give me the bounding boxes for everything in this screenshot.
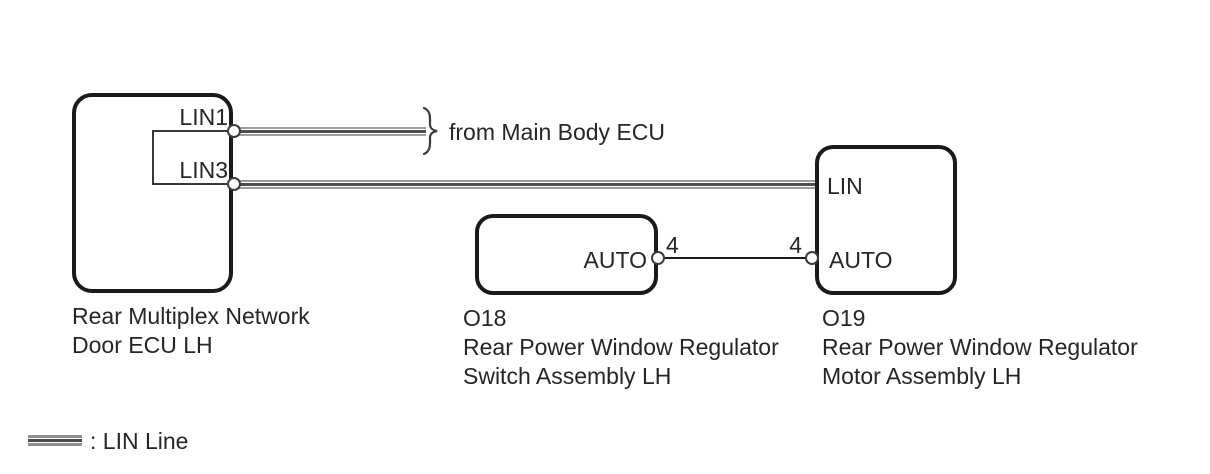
lin-wire-lin3-to-motor bbox=[236, 180, 815, 189]
continuation-brace-icon bbox=[422, 106, 438, 156]
switch-assembly-caption: O18 Rear Power Window Regulator Switch A… bbox=[463, 304, 779, 391]
motor-lin-pin-label: LIN bbox=[827, 173, 863, 199]
motor-auto-pin bbox=[805, 251, 819, 265]
motor-auto-pin-number: 4 bbox=[789, 232, 802, 258]
switch-assembly-caption-line2: Switch Assembly LH bbox=[463, 363, 672, 389]
legend-lin-line-label: : LIN Line bbox=[90, 428, 189, 454]
switch-assembly-code: O18 bbox=[463, 305, 507, 331]
lin-line-swatch-icon bbox=[28, 435, 82, 446]
lin-wire-lin1-to-main-body-ecu bbox=[236, 127, 426, 136]
ecu-caption-line2: Door ECU LH bbox=[72, 332, 213, 358]
switch-auto-pin bbox=[651, 251, 665, 265]
ecu-box bbox=[72, 93, 233, 293]
wire-switch-auto-to-motor-auto bbox=[663, 257, 810, 259]
switch-assembly-box bbox=[475, 214, 658, 295]
switch-auto-pin-number: 4 bbox=[666, 232, 679, 258]
ecu-caption: Rear Multiplex Network Door ECU LH bbox=[72, 302, 310, 360]
ecu-lin3-pin bbox=[227, 177, 241, 191]
motor-assembly-caption-line1: Rear Power Window Regulator bbox=[822, 334, 1138, 360]
ecu-lin3-pin-label: LIN3 bbox=[179, 157, 228, 183]
from-main-body-ecu-label: from Main Body ECU bbox=[449, 119, 666, 145]
switch-assembly-caption-line1: Rear Power Window Regulator bbox=[463, 334, 779, 360]
motor-assembly-caption: O19 Rear Power Window Regulator Motor As… bbox=[822, 304, 1138, 391]
motor-assembly-caption-line2: Motor Assembly LH bbox=[822, 363, 1022, 389]
motor-assembly-code: O19 bbox=[822, 305, 866, 331]
ecu-internal-junction-rect bbox=[152, 130, 234, 185]
ecu-caption-line1: Rear Multiplex Network bbox=[72, 303, 310, 329]
switch-auto-pin-label: AUTO bbox=[583, 247, 647, 273]
motor-auto-pin-label: AUTO bbox=[829, 247, 893, 273]
ecu-lin1-pin bbox=[227, 124, 241, 138]
motor-assembly-box bbox=[815, 145, 957, 295]
ecu-lin1-pin-label: LIN1 bbox=[179, 104, 228, 130]
